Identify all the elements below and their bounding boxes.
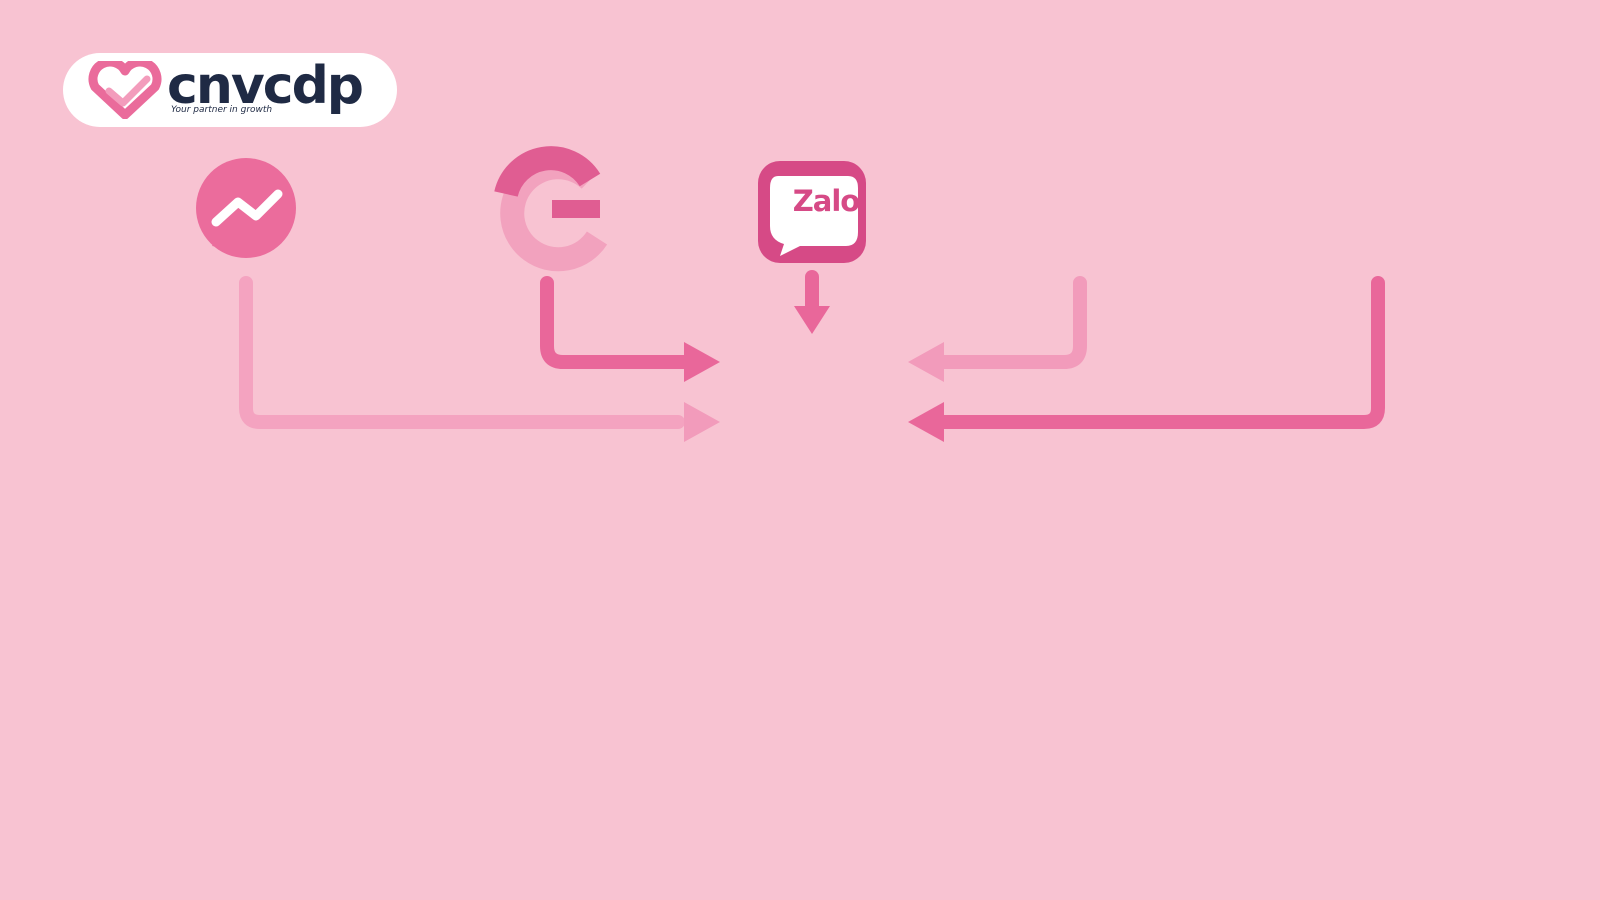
brand-logo: cnvcdp Your partner in growth: [63, 53, 397, 127]
brand-name: cnvcdp: [167, 56, 364, 116]
zalo-label: Zalo: [792, 184, 860, 218]
heart-icon: [88, 61, 162, 119]
headset-connector: [927, 276, 1385, 429]
website-connector: [927, 276, 1087, 369]
arrowhead-headset: [908, 402, 944, 442]
messenger-icon: [196, 158, 296, 258]
google-connector: [540, 276, 693, 369]
arrowhead-messenger: [684, 402, 720, 442]
arrowhead-google: [684, 342, 720, 382]
zalo-icon: [758, 161, 866, 263]
brand-tagline: Your partner in growth: [171, 105, 273, 115]
arrowhead-zalo: [794, 306, 830, 334]
google-icon: [494, 146, 608, 272]
arrowhead-website: [908, 342, 944, 382]
messenger-connector: [239, 276, 685, 429]
